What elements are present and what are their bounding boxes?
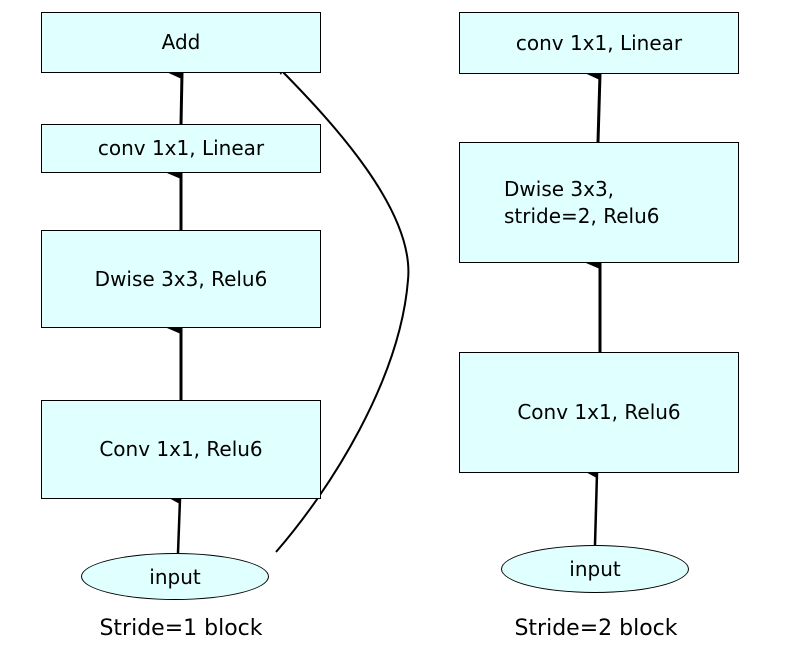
conv-linear-node-left: conv 1x1, Linear bbox=[41, 124, 321, 173]
input-label-left: input bbox=[149, 564, 201, 589]
dwise-label-left: Dwise 3x3, Relu6 bbox=[94, 266, 268, 291]
arrow-dwise-to-linear-right bbox=[586, 68, 602, 143]
caption-stride1: Stride=1 block bbox=[99, 616, 263, 641]
conv-relu-node-right: Conv 1x1, Relu6 bbox=[459, 352, 739, 473]
input-node-left: input bbox=[81, 553, 269, 600]
conv-relu-node-left: Conv 1x1, Relu6 bbox=[41, 400, 321, 499]
dwise-label-right: Dwise 3x3, stride=2, Relu6 bbox=[504, 176, 660, 230]
add-node: Add bbox=[41, 12, 321, 73]
caption-stride2: Stride=2 block bbox=[514, 616, 678, 641]
input-node-right: input bbox=[501, 545, 689, 593]
arrow-input-to-conv-left bbox=[170, 494, 182, 554]
arrow-linear-to-add-left bbox=[168, 67, 184, 125]
dwise-label-right-line1: Dwise 3x3, bbox=[504, 176, 615, 201]
conv-linear-label-left: conv 1x1, Linear bbox=[97, 136, 265, 160]
dwise-node-right: Dwise 3x3, stride=2, Relu6 bbox=[459, 142, 739, 263]
conv-linear-label-right: conv 1x1, Linear bbox=[515, 30, 683, 55]
dwise-node-left: Dwise 3x3, Relu6 bbox=[41, 230, 321, 328]
conv-relu-label-left: Conv 1x1, Relu6 bbox=[99, 437, 263, 461]
add-label: Add bbox=[161, 30, 201, 54]
conv-relu-label-right: Conv 1x1, Relu6 bbox=[517, 400, 681, 424]
dwise-label-right-line2: stride=2, Relu6 bbox=[504, 203, 660, 228]
residual-connection bbox=[275, 69, 410, 553]
conv-linear-node-right: conv 1x1, Linear bbox=[459, 12, 739, 74]
arrow-input-to-conv-right bbox=[587, 468, 599, 546]
input-label-right: input bbox=[569, 557, 621, 581]
